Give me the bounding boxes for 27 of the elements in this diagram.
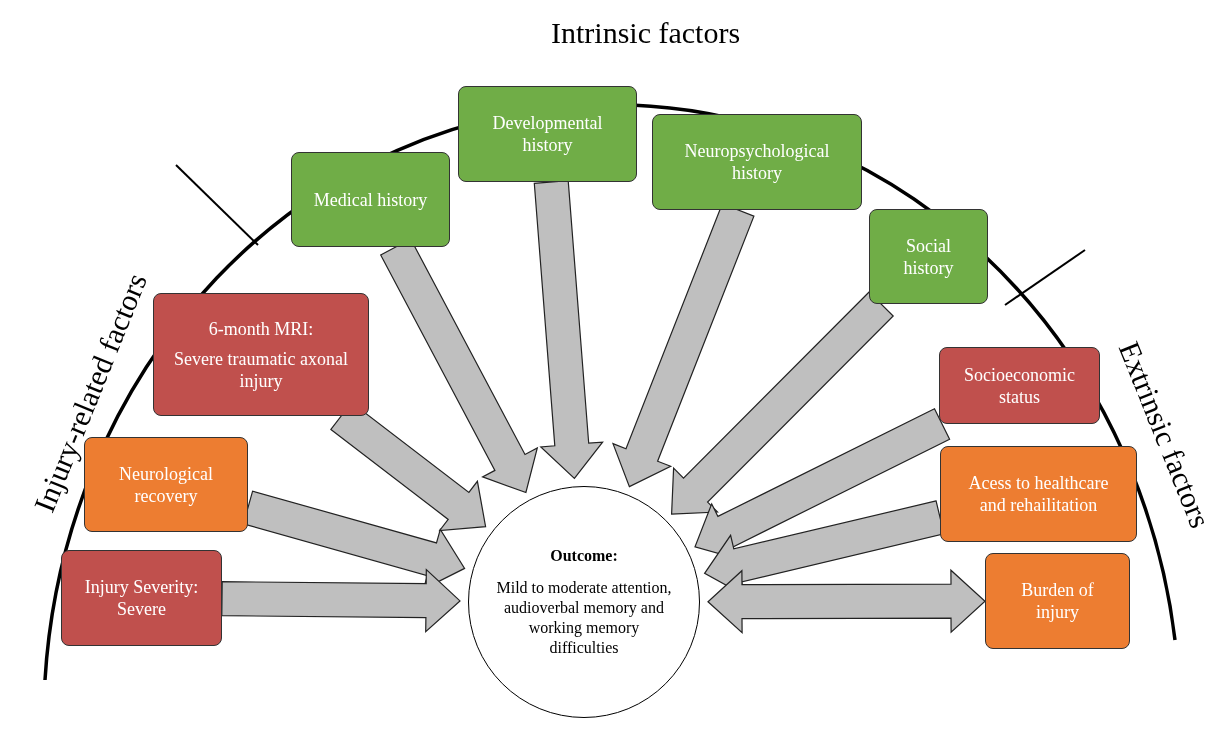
factor-box xyxy=(652,114,862,210)
factor-text: Injury Severity: Severe xyxy=(83,576,200,620)
factor-text: Socioeconomic status xyxy=(963,363,1076,408)
factor-text: Neurological recovery xyxy=(118,462,214,507)
factor-box xyxy=(940,446,1137,542)
factor-box xyxy=(939,347,1100,424)
factor-text: Neuropsychological history xyxy=(683,140,831,184)
factor-text: Severe traumatic axonal injury xyxy=(174,347,348,392)
factor-text: Medical history xyxy=(313,188,428,211)
outcome-text: Mild to moderate attention, audioverbal memory and working memory difficulties xyxy=(495,578,673,658)
outcome-heading: Outcome: xyxy=(550,546,618,566)
block-arrow xyxy=(670,291,895,515)
factor-text: 6-month MRI: xyxy=(208,317,314,340)
section-label: Intrinsic factors xyxy=(551,15,741,51)
block-arrow xyxy=(221,568,461,633)
factor-text: Developmental history xyxy=(491,112,604,156)
block-arrow xyxy=(707,568,986,635)
factor-text: Social history xyxy=(902,234,955,279)
factor-box xyxy=(869,209,988,304)
factor-box xyxy=(985,553,1130,649)
factor-text: Burden of injury xyxy=(1020,579,1095,623)
factor-box xyxy=(291,152,450,247)
factor-box xyxy=(458,86,637,182)
block-arrow xyxy=(533,180,604,480)
factor-box xyxy=(153,293,369,416)
factor-box xyxy=(61,550,222,646)
factor-text: Acess to healthcare and rehailitation xyxy=(967,472,1110,516)
